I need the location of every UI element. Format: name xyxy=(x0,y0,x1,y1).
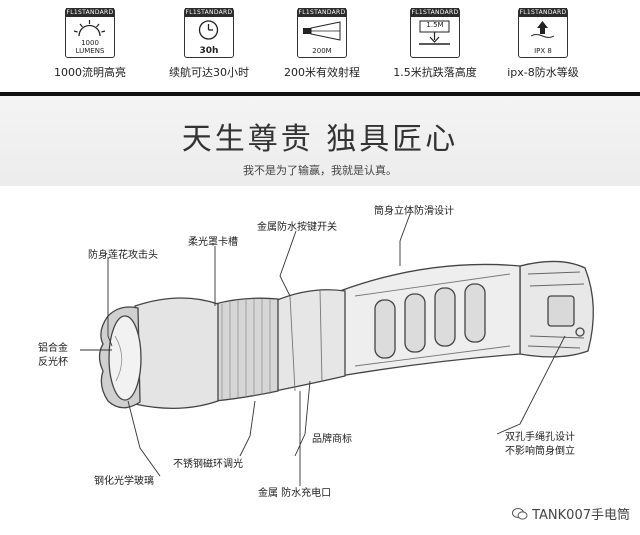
beam-value: 200M xyxy=(312,47,332,55)
annotation-lanyard-line2: 不影响筒身倒立 xyxy=(505,446,575,457)
feature-waterproof: FL1STANDARD IPX 8 ipx-8防水等级 xyxy=(493,8,593,80)
annotation-reflector: 铝合金 反光杯 xyxy=(38,342,68,370)
section-divider xyxy=(0,92,640,96)
hero-banner: 天生尊贵 独具匠心 我不是为了输赢，我就是认真。 xyxy=(0,96,640,186)
badge-standard-label: FL1STANDARD xyxy=(66,8,114,17)
runtime-value: 30h xyxy=(199,46,219,56)
feature-impact-label: 1.5米抗跌落高度 xyxy=(393,66,477,79)
impact-resistance-icon xyxy=(419,20,450,45)
badge-standard-label: FL1STANDARD xyxy=(519,8,567,17)
feature-beam-distance: FL1STANDARD 200M 200米有效射程 xyxy=(272,8,372,80)
watermark: TANK007手电筒 xyxy=(512,504,630,523)
flashlight-illustration xyxy=(80,213,594,486)
beam-distance-icon xyxy=(303,21,341,41)
annotation-soft-slot: 柔光罩卡槽 xyxy=(188,237,238,248)
hero-subtitle: 我不是为了输赢，我就是认真。 xyxy=(243,164,397,177)
feature-lumens-label: 1000流明高亮 xyxy=(54,66,126,79)
feature-waterproof-label: ipx-8防水等级 xyxy=(507,66,579,79)
feature-impact: FL1STANDARD 1.5M 1.5米抗跌落高度 xyxy=(385,8,485,80)
annotation-lanyard: 双孔手绳孔设计 不影响筒身倒立 xyxy=(505,431,575,459)
waterproof-badge: FL1STANDARD IPX 8 xyxy=(518,8,568,58)
badge-standard-label: FL1STANDARD xyxy=(411,8,459,17)
annotation-lanyard-line1: 双孔手绳孔设计 xyxy=(505,432,575,443)
impact-badge: FL1STANDARD 1.5M xyxy=(410,8,460,58)
beam-badge: FL1STANDARD 200M xyxy=(297,8,347,58)
waterproof-value: IPX 8 xyxy=(534,47,552,55)
annotation-reflector-line2: 反光杯 xyxy=(38,357,68,368)
water-resistance-icon xyxy=(530,21,555,38)
wechat-icon xyxy=(512,507,528,520)
feature-strip: FL1STANDARD 1000 LUMENS 1000流明高亮 FL1STAN… xyxy=(0,0,640,92)
feature-runtime: FL1STANDARD 30h 续航可达30小时 xyxy=(159,8,259,80)
lumens-value: 1000 LUMENS xyxy=(75,39,105,55)
lumens-badge: FL1STANDARD 1000 LUMENS xyxy=(65,8,115,58)
feature-lumens: FL1STANDARD 1000 LUMENS 1000流明高亮 xyxy=(40,8,140,80)
annotation-head-cap: 防身莲花攻击头 xyxy=(88,250,158,261)
light-output-icon xyxy=(73,20,106,37)
feature-runtime-label: 续航可达30小时 xyxy=(169,66,249,79)
impact-value: 1.5M xyxy=(426,21,444,29)
runtime-clock-icon xyxy=(198,20,219,40)
annotation-reflector-line1: 铝合金 xyxy=(38,343,68,354)
watermark-text: TANK007手电筒 xyxy=(532,508,630,523)
hero-title: 天生尊贵 独具匠心 xyxy=(181,122,459,157)
feature-beam-label: 200米有效射程 xyxy=(284,66,360,79)
badge-standard-label: FL1STANDARD xyxy=(298,8,346,17)
annotation-grip: 筒身立体防滑设计 xyxy=(374,206,454,217)
annotation-brand-mark: 品牌商标 xyxy=(312,434,352,445)
annotation-switch: 金属防水按键开关 xyxy=(257,222,337,233)
runtime-badge: FL1STANDARD 30h xyxy=(184,8,234,58)
annotation-zoom-ring: 不锈钢磁环调光 xyxy=(173,459,243,470)
annotation-charge-port: 金属 防水充电口 xyxy=(258,488,332,499)
annotation-lens: 钢化光学玻璃 xyxy=(94,476,154,487)
badge-standard-label: FL1STANDARD xyxy=(185,8,233,17)
